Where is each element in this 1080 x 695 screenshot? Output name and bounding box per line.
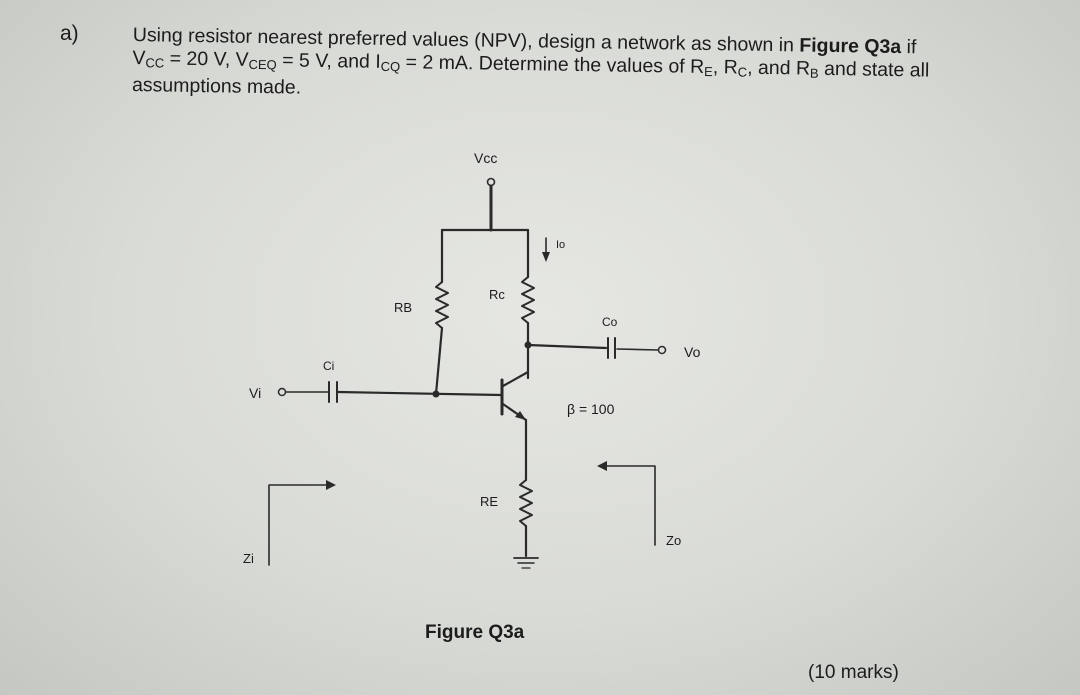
figure-caption: Figure Q3a	[425, 622, 525, 643]
ci-label: Ci	[323, 359, 334, 373]
question-label: a)	[60, 22, 79, 45]
vo-label: Vo	[684, 344, 701, 360]
co-output-wire	[616, 348, 659, 351]
collector-node	[524, 341, 532, 349]
zi-label: Zi	[243, 551, 254, 566]
rc-label: Rc	[489, 287, 505, 302]
zi-arrow	[268, 484, 331, 566]
vi-label: Vi	[249, 385, 261, 401]
base-node	[432, 390, 440, 398]
beta-label: β = 100	[567, 401, 615, 417]
zo-arrow	[603, 465, 656, 546]
rb-resistor	[435, 281, 449, 329]
transistor-collector	[501, 370, 530, 388]
zo-label: Zo	[666, 533, 681, 548]
re-resistor	[519, 479, 533, 527]
marks-label: (10 marks)	[808, 662, 899, 683]
re-label: RE	[480, 494, 498, 509]
zo-arrow-head	[597, 461, 607, 471]
collector-output-wire	[526, 343, 608, 350]
base-wire	[336, 390, 503, 397]
rb-label: RB	[394, 300, 412, 315]
vi-terminal	[277, 387, 287, 397]
emitter-arrow-icon	[515, 411, 526, 420]
io-label: Io	[556, 239, 565, 251]
co-label: Co	[602, 315, 618, 329]
io-arrow-head	[542, 252, 550, 262]
vo-terminal	[657, 345, 667, 355]
vcc-label: Vcc	[474, 150, 497, 166]
rb-wire-bottom	[434, 326, 444, 396]
vcc-terminal	[486, 177, 496, 187]
rc-resistor	[521, 276, 535, 324]
zi-arrow-head	[326, 480, 336, 490]
